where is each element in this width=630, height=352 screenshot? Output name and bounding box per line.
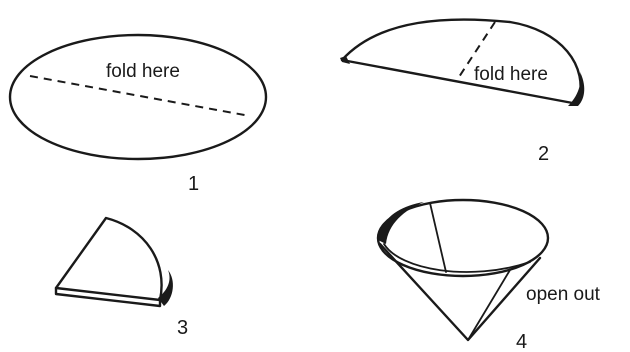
step-1-circle-figure: fold here 1 — [10, 35, 266, 195]
semicircle-edge-shade — [568, 72, 584, 106]
step-number-3: 3 — [177, 317, 188, 339]
paper-quarter — [56, 218, 162, 300]
cone-rim-inner — [384, 244, 530, 272]
fold-here-label-2: fold here — [474, 64, 548, 85]
step-number-2: 2 — [538, 143, 549, 165]
fold-line-1 — [30, 76, 250, 116]
fold-here-label-1: fold here — [106, 61, 180, 82]
step-4-cone-figure: open out 4 — [378, 200, 601, 352]
paper-circle — [10, 35, 266, 159]
cone-flap-fold — [468, 270, 510, 340]
step-2-semicircle-figure: fold here 2 — [340, 20, 584, 166]
step-number-4: 4 — [516, 331, 527, 352]
cone-rim-shade — [378, 202, 424, 244]
cone-body — [380, 244, 540, 340]
open-out-label: open out — [526, 284, 601, 305]
cone-inner-fold — [430, 203, 446, 272]
step-3-quarter-figure: 3 — [56, 218, 188, 339]
paper-semicircle — [342, 20, 581, 105]
step-number-1: 1 — [188, 173, 199, 195]
